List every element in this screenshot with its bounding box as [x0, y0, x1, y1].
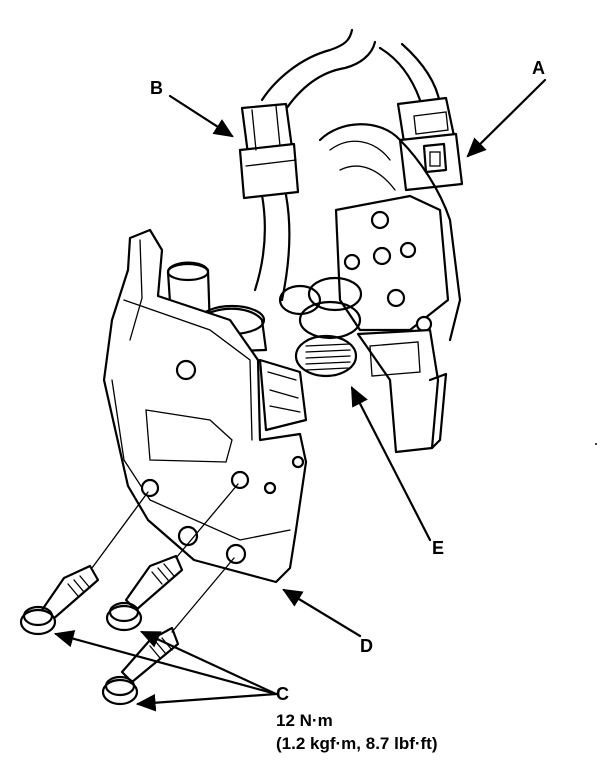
- torque-spec-imperial: (1.2 kgf·m, 8.7 lbf·ft): [276, 734, 438, 753]
- callout-b: B: [150, 78, 163, 98]
- transmission-case: [318, 123, 462, 454]
- torque-spec-metric: 12 N·m: [276, 711, 333, 730]
- leader-lines: [53, 78, 547, 712]
- callout-d: D: [360, 636, 373, 656]
- bolt-c-3: [101, 626, 180, 706]
- bolt-c-1: [19, 564, 100, 636]
- callout-c: C: [276, 684, 289, 704]
- connector-a: [396, 96, 464, 192]
- bolt-c-2: [105, 554, 184, 632]
- bolt-guide-lines: [91, 483, 239, 633]
- o-ring-filter-e: [278, 276, 363, 378]
- callout-e: E: [432, 538, 445, 558]
- connector-b: [238, 102, 300, 200]
- wire-harness: [253, 28, 442, 302]
- bracket-d: [102, 228, 308, 584]
- callout-a: A: [532, 58, 545, 78]
